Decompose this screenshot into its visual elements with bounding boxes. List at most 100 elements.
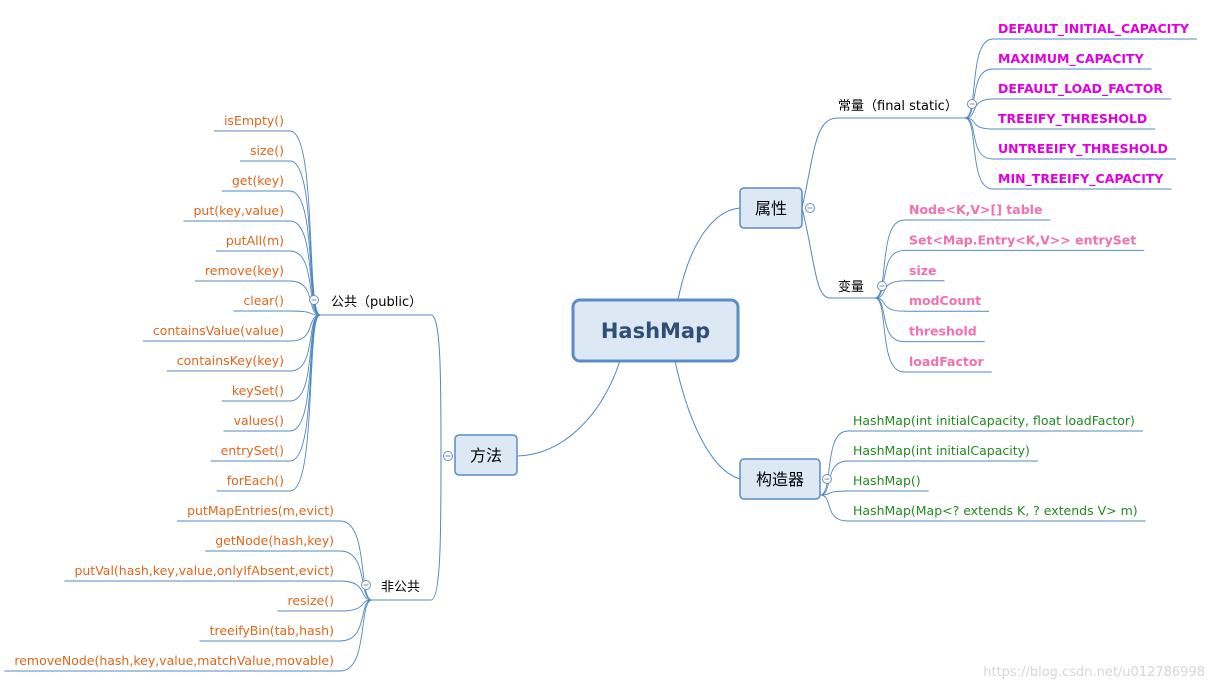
public-method-connector xyxy=(289,314,321,402)
toggle-methods[interactable] xyxy=(443,451,453,461)
public-method-label: forEach() xyxy=(227,473,284,488)
constructor-item[interactable]: HashMap(int initialCapacity, float loadF… xyxy=(848,413,1143,432)
constant-label: MIN_TREEIFY_CAPACITY xyxy=(998,171,1164,187)
public-method-connector xyxy=(289,220,321,316)
public-method-label: containsKey(key) xyxy=(177,353,284,368)
constant-item[interactable]: MIN_TREEIFY_CAPACITY xyxy=(993,171,1172,190)
variable-label: loadFactor xyxy=(909,354,984,369)
public-method-item[interactable]: remove(key) xyxy=(194,263,290,282)
connector-lines xyxy=(289,38,994,672)
private-method-connector xyxy=(339,599,373,642)
attributes-node[interactable]: 属性 xyxy=(739,187,803,229)
toggle-private-methods[interactable] xyxy=(361,580,371,590)
public-method-label: remove(key) xyxy=(205,263,284,278)
private-method-connector xyxy=(339,599,373,612)
mind-map-nodes: HashMap 属性 构造器 方法 常量（final static） 变量 公共… xyxy=(4,21,1205,680)
private-method-label: getNode(hash,key) xyxy=(215,533,334,548)
private-method-item[interactable]: putVal(hash,key,value,onlyIfAbsent,evict… xyxy=(64,563,340,582)
private-method-label: treeifyBin(tab,hash) xyxy=(210,623,334,638)
variable-connector xyxy=(874,219,905,299)
constant-label: MAXIMUM_CAPACITY xyxy=(998,51,1145,67)
constant-item[interactable]: TREEIFY_THRESHOLD xyxy=(993,111,1156,130)
variable-item[interactable]: modCount xyxy=(904,293,990,312)
public-method-item[interactable]: put(key,value) xyxy=(183,203,290,222)
private-method-connector xyxy=(339,550,373,601)
constant-item[interactable]: UNTREEIFY_THRESHOLD xyxy=(993,141,1176,160)
watermark-text: https://blog.csdn.net/u012786998 xyxy=(983,665,1205,680)
toggle-public-methods[interactable] xyxy=(309,295,319,305)
public-method-connector xyxy=(289,314,321,432)
public-method-label: entrySet() xyxy=(221,443,284,458)
methods-node[interactable]: 方法 xyxy=(454,434,518,476)
constructor-connector xyxy=(819,490,849,496)
methods-label: 方法 xyxy=(470,446,502,465)
constant-connector xyxy=(964,117,994,160)
public-method-label: clear() xyxy=(243,293,284,308)
public-method-item[interactable]: isEmpty() xyxy=(213,113,290,132)
public-method-item[interactable]: containsKey(key) xyxy=(166,353,290,372)
constructor-item[interactable]: HashMap(Map<? extends K, ? extends V> m) xyxy=(848,503,1146,522)
public-method-item[interactable]: keySet() xyxy=(221,383,290,402)
constant-item[interactable]: MAXIMUM_CAPACITY xyxy=(993,51,1152,70)
constructor-label: HashMap(int initialCapacity, float loadF… xyxy=(853,413,1135,428)
toggle-constants[interactable] xyxy=(967,99,977,109)
private-method-item[interactable]: treeifyBin(tab,hash) xyxy=(199,623,340,642)
connector-root-constructors xyxy=(674,360,741,480)
toggle-constructors[interactable] xyxy=(822,474,832,484)
public-method-connector xyxy=(289,314,321,462)
variable-label: modCount xyxy=(909,293,981,308)
private-method-connector xyxy=(339,580,373,601)
public-method-connector xyxy=(289,160,321,316)
private-method-item[interactable]: getNode(hash,key) xyxy=(205,533,340,552)
variable-item[interactable]: Node<K,V>[] table xyxy=(904,202,1051,221)
constant-connector xyxy=(964,98,994,119)
private-method-connector xyxy=(339,520,373,601)
public-method-item[interactable]: forEach() xyxy=(216,473,290,492)
constructor-label: HashMap() xyxy=(853,473,921,488)
variable-item[interactable]: loadFactor xyxy=(904,354,992,373)
private-method-label: removeNode(hash,key,value,matchValue,mov… xyxy=(14,653,334,668)
private-method-label: putVal(hash,key,value,onlyIfAbsent,evict… xyxy=(74,563,334,578)
private-method-label: resize() xyxy=(287,593,334,608)
connector-attributes-variables xyxy=(801,207,875,299)
public-method-label: values() xyxy=(234,413,284,428)
constructor-label: HashMap(Map<? extends K, ? extends V> m) xyxy=(853,503,1138,518)
constant-connector xyxy=(964,38,994,119)
variable-connector xyxy=(874,297,905,343)
public-method-label: containsValue(value) xyxy=(153,323,284,338)
toggle-variables[interactable] xyxy=(877,281,887,291)
private-methods-label: 非公共 xyxy=(381,580,420,595)
public-method-item[interactable]: get(key) xyxy=(221,173,290,192)
variable-item[interactable]: size xyxy=(904,263,945,282)
public-method-item[interactable]: clear() xyxy=(233,293,290,312)
constant-item[interactable]: DEFAULT_INITIAL_CAPACITY xyxy=(993,21,1197,40)
constructor-label: HashMap(int initialCapacity) xyxy=(853,443,1030,458)
constructors-label: 构造器 xyxy=(756,470,804,489)
public-method-item[interactable]: putAll(m) xyxy=(215,233,290,252)
public-method-item[interactable]: values() xyxy=(223,413,290,432)
variable-item[interactable]: threshold xyxy=(904,324,985,343)
constructor-item[interactable]: HashMap() xyxy=(848,473,929,492)
connector-attributes-constants xyxy=(801,117,965,209)
leaf-items: DEFAULT_INITIAL_CAPACITY MAXIMUM_CAPACITY… xyxy=(4,21,1197,672)
public-method-item[interactable]: containsValue(value) xyxy=(142,323,290,342)
toggle-attributes[interactable] xyxy=(805,203,815,213)
variable-item[interactable]: Set<Map.Entry<K,V>> entrySet xyxy=(904,232,1145,251)
constants-label: 常量（final static） xyxy=(838,99,958,114)
constructor-item[interactable]: HashMap(int initialCapacity) xyxy=(848,443,1038,462)
variable-connector xyxy=(874,249,905,299)
variable-connector xyxy=(874,297,905,373)
private-method-item[interactable]: putMapEntries(m,evict) xyxy=(177,503,340,522)
private-method-connector xyxy=(339,599,373,672)
private-method-item[interactable]: removeNode(hash,key,value,matchValue,mov… xyxy=(4,653,340,672)
public-method-item[interactable]: entrySet() xyxy=(210,443,290,462)
constant-item[interactable]: DEFAULT_LOAD_FACTOR xyxy=(993,81,1171,100)
private-method-item[interactable]: resize() xyxy=(277,593,340,612)
root-node[interactable]: HashMap xyxy=(571,298,740,363)
constructors-node[interactable]: 构造器 xyxy=(739,458,821,500)
public-method-item[interactable]: size() xyxy=(240,143,290,162)
public-method-label: get(key) xyxy=(232,173,284,188)
constructor-connector xyxy=(819,430,849,496)
attributes-label: 属性 xyxy=(755,199,787,218)
public-method-connector xyxy=(289,314,321,492)
